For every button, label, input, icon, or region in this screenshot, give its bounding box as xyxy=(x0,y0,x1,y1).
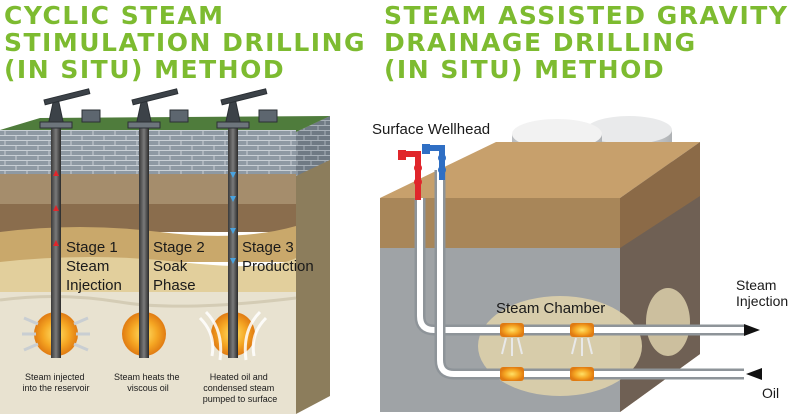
right-title-line-3: (IN SITU) METHOD xyxy=(384,55,666,84)
steam-injection-label: Steam Injection xyxy=(736,277,788,309)
pumpjack-3 xyxy=(216,88,278,129)
well-3 xyxy=(228,126,238,346)
oil-label: Oil xyxy=(762,385,779,401)
caption-1: Steam injected into the reservoir xyxy=(22,372,89,393)
stage-2-label: Stage 2 Soak Phase xyxy=(153,239,209,294)
production-pipe xyxy=(434,170,744,381)
oil-arrow xyxy=(746,368,762,380)
right-title: STEAM ASSISTED GRAVITY DRAINAGE DRILLING… xyxy=(384,2,788,83)
steam-down-arrows xyxy=(53,170,59,246)
heat-zone-1 xyxy=(22,310,90,358)
steam-chamber-label: Steam Chamber xyxy=(496,300,605,317)
pumpjack-2 xyxy=(127,88,189,129)
injection-pipe xyxy=(414,198,744,356)
heat-zone-2 xyxy=(122,310,166,358)
wellhead-valves xyxy=(398,144,446,200)
left-title-line-3: (IN SITU) METHOD xyxy=(4,55,286,84)
stage-1-label: Stage 1 Steam Injection xyxy=(66,239,122,294)
right-title-line-1: STEAM ASSISTED GRAVITY xyxy=(384,1,789,30)
caption-3: Heated oil and condensed steam pumped to… xyxy=(203,372,278,404)
well-1 xyxy=(51,126,61,346)
right-title-line-2: DRAINAGE DRILLING xyxy=(384,28,697,57)
left-title-line-2: STIMULATION DRILLING xyxy=(4,28,367,57)
surface-wellhead-label: Surface Wellhead xyxy=(372,121,490,138)
well-2 xyxy=(139,126,149,346)
pumpjack-1 xyxy=(39,88,101,129)
left-title-line-1: CYCLIC STEAM xyxy=(4,1,225,30)
left-title: CYCLIC STEAM STIMULATION DRILLING (IN SI… xyxy=(4,2,366,83)
caption-2: Steam heats the viscous oil xyxy=(114,372,182,393)
heat-zone-3 xyxy=(198,310,268,361)
injection-arrow xyxy=(744,324,760,336)
stage-3-label: Stage 3 Production xyxy=(242,239,314,275)
